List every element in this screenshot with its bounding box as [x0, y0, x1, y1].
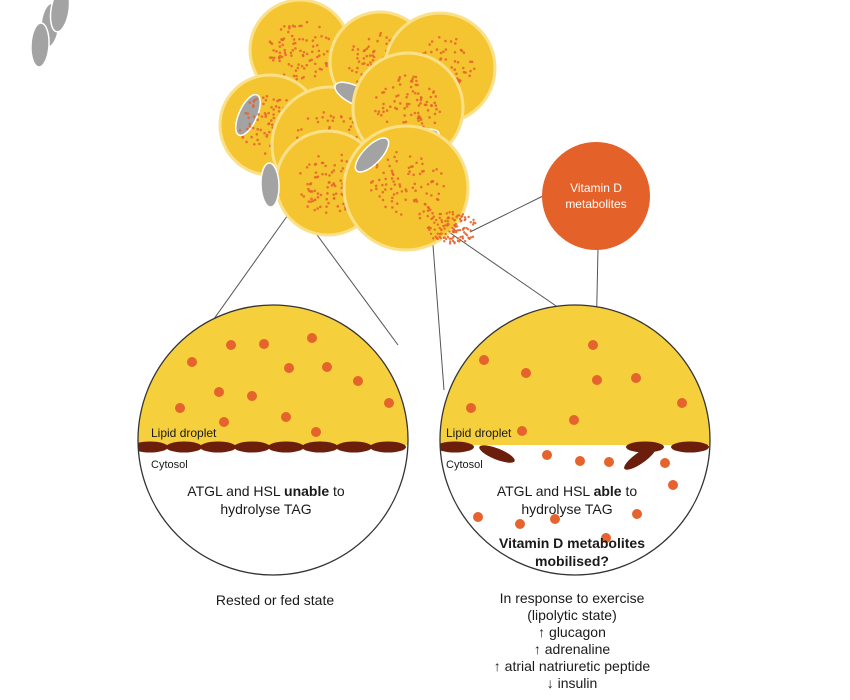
metabolite-dot-icon — [631, 373, 641, 383]
vitamin-d-circle — [542, 142, 650, 250]
right-state-line: (lipolytic state) — [527, 607, 616, 623]
adipocyte-cell — [40, 0, 352, 102]
metabolite-dot-icon — [592, 375, 602, 385]
vitamin-d-label-line1: Vitamin D — [570, 181, 622, 195]
right-state-caption: In response to exercise (lipolytic state… — [494, 590, 651, 691]
metabolite-dot-icon — [281, 412, 291, 422]
left-lipid-droplet-label: Lipid droplet — [151, 426, 217, 440]
lipase-enzyme-icon — [234, 441, 270, 453]
right-enzyme-caption: ATGL and HSL able to — [497, 483, 638, 499]
metabolite-dot-icon — [632, 509, 642, 519]
adipocyte-cluster-icon — [30, 0, 497, 252]
nucleus-icon — [354, 137, 390, 173]
metabolite-dot-icon — [575, 456, 585, 466]
metabolite-dot-icon — [542, 450, 552, 460]
metabolite-dot-icon — [601, 533, 611, 543]
left-state-caption: Rested or fed state — [216, 592, 335, 608]
metabolite-dot-icon — [521, 368, 531, 378]
metabolite-dot-icon — [479, 355, 489, 365]
lipase-enzyme-icon — [336, 441, 372, 453]
metabolite-dot-icon — [668, 480, 678, 490]
metabolite-dot-icon — [311, 427, 321, 437]
mobilisation-question-line1: Vitamin D metabolites — [499, 535, 645, 551]
metabolite-dot-icon — [677, 398, 687, 408]
metabolite-dot-icon — [259, 339, 269, 349]
metabolite-dot-icon — [187, 357, 197, 367]
right-state-line: In response to exercise — [500, 590, 645, 606]
left-lipid-droplet-area — [138, 305, 408, 445]
metabolite-dot-icon — [604, 457, 614, 467]
left-enzyme-caption: ATGL and HSL unable to — [187, 483, 345, 499]
vitamin-d-circle-icon: Vitamin D metabolites — [542, 142, 650, 250]
lipase-enzyme-icon — [268, 441, 304, 453]
left-cytosol-label: Cytosol — [151, 459, 188, 471]
metabolite-dot-icon — [588, 340, 598, 350]
right-state-line: ↑ glucagon — [538, 624, 606, 640]
lipase-enzyme-icon — [138, 441, 168, 453]
lipase-enzyme-icon — [479, 445, 515, 463]
metabolite-dot-icon — [247, 391, 257, 401]
metabolite-dot-icon — [175, 403, 185, 413]
lipase-enzyme-icon — [166, 441, 202, 453]
metabolite-dot-icon — [226, 340, 236, 350]
right-cytosol-label: Cytosol — [446, 459, 483, 471]
metabolite-dot-icon — [660, 458, 670, 468]
metabolite-dot-icon — [569, 415, 579, 425]
metabolite-dot-icon — [550, 514, 560, 524]
right-metabolite-dots — [466, 340, 687, 543]
metabolite-dot-icon — [322, 362, 332, 372]
metabolite-dot-icon — [307, 333, 317, 343]
lipase-enzyme-icon — [624, 446, 656, 470]
lipase-enzyme-icon — [671, 441, 709, 453]
lipase-enzyme-icon — [302, 441, 338, 453]
metabolite-dot-icon — [466, 403, 476, 413]
mobilisation-question-line2: mobilised? — [535, 553, 609, 569]
metabolite-dot-icon — [219, 417, 229, 427]
lipase-enzyme-icon — [200, 441, 236, 453]
left-enzyme-row — [138, 441, 406, 453]
metabolite-dot-icon — [284, 363, 294, 373]
nucleus-icon — [260, 162, 280, 208]
lipase-enzyme-icon — [440, 441, 474, 453]
nucleus-icon — [30, 22, 50, 68]
left-metabolite-dots — [175, 333, 394, 437]
released-metabolites-cloud — [426, 210, 477, 245]
right-lipid-droplet-label: Lipid droplet — [446, 426, 512, 440]
adipocyte-cell — [342, 124, 470, 252]
right-state-line: ↑ atrial natriuretic peptide — [494, 658, 651, 674]
right-state-line: ↑ adrenaline — [534, 641, 610, 657]
right-zoom-panel: Lipid droplet Cytosol ATGL and HSL able … — [439, 304, 711, 576]
metabolite-dot-icon — [515, 519, 525, 529]
metabolite-dot-icon — [384, 398, 394, 408]
metabolite-dot-icon — [214, 387, 224, 397]
lipase-enzyme-icon — [370, 441, 406, 453]
right-enzyme-group — [440, 441, 709, 470]
right-state-line: ↓ insulin — [547, 675, 598, 691]
metabolite-dot-icon — [517, 426, 527, 436]
right-enzyme-caption-line2: hydrolyse TAG — [521, 501, 612, 517]
vitamin-d-label-line2: metabolites — [565, 197, 626, 211]
left-enzyme-caption-line2: hydrolyse TAG — [220, 501, 311, 517]
metabolite-dot-icon — [353, 376, 363, 386]
left-zoom-panel: Lipid droplet Cytosol ATGL and HSL unabl… — [137, 304, 409, 576]
nucleus-icon — [49, 0, 71, 33]
metabolite-dot-icon — [473, 512, 483, 522]
